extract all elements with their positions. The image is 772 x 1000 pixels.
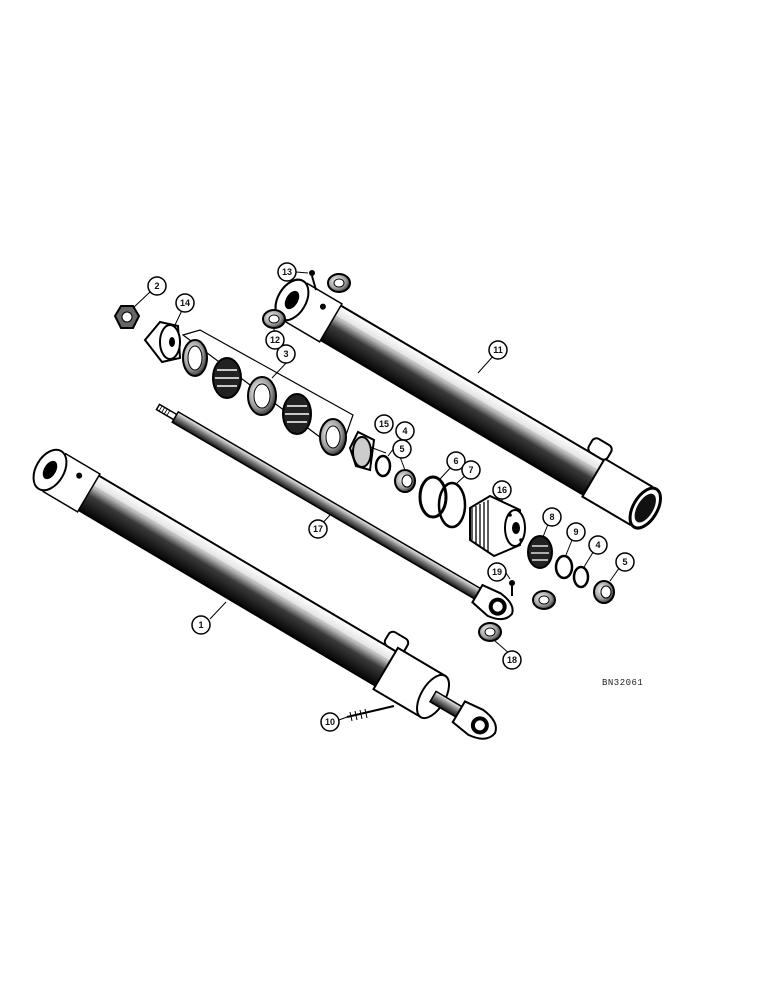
part-1-cylinder-assembly xyxy=(32,448,497,740)
part-4-o-ring-lower xyxy=(572,565,590,589)
callout-1: 1 xyxy=(191,615,211,635)
part-9-ring xyxy=(554,554,574,580)
svg-text:4: 4 xyxy=(402,426,407,436)
callout-16: 16 xyxy=(492,480,512,500)
svg-text:12: 12 xyxy=(270,335,280,345)
callout-3: 3 xyxy=(276,344,296,364)
svg-text:4: 4 xyxy=(595,540,600,550)
svg-text:6: 6 xyxy=(453,456,458,466)
callout-5-lower: 5 xyxy=(615,552,635,572)
callout-18: 18 xyxy=(502,650,522,670)
part-4-o-ring-upper xyxy=(374,454,392,478)
svg-text:7: 7 xyxy=(468,465,473,475)
callout-17: 17 xyxy=(308,519,328,539)
part-10-set-screw xyxy=(346,705,395,722)
part-5-backup-ring-lower xyxy=(593,580,615,604)
svg-text:17: 17 xyxy=(313,524,323,534)
part-8-rod-seal xyxy=(527,535,553,569)
callout-13: 13 xyxy=(277,262,297,282)
callout-11: 11 xyxy=(488,340,508,360)
part-18-bushing xyxy=(478,590,556,642)
callout-12: 12 xyxy=(265,330,285,350)
part-15-spacer xyxy=(348,430,376,472)
svg-text:14: 14 xyxy=(180,298,190,308)
svg-text:9: 9 xyxy=(573,527,578,537)
callout-6: 6 xyxy=(446,451,466,471)
callout-19: 19 xyxy=(487,562,507,582)
part-13-bushing xyxy=(327,273,351,293)
drawing-code: BN32061 xyxy=(602,678,643,688)
svg-text:19: 19 xyxy=(492,567,502,577)
svg-text:18: 18 xyxy=(507,655,517,665)
part-3-seal-kit xyxy=(181,329,354,456)
svg-text:11: 11 xyxy=(493,345,503,355)
callout-5-upper: 5 xyxy=(392,439,412,459)
svg-text:10: 10 xyxy=(325,717,335,727)
part-5-backup-ring-upper xyxy=(394,469,416,493)
part-17-piston-rod xyxy=(155,403,514,621)
svg-text:8: 8 xyxy=(549,512,554,522)
svg-text:3: 3 xyxy=(283,349,288,359)
svg-text:2: 2 xyxy=(154,281,159,291)
svg-text:15: 15 xyxy=(379,419,389,429)
callout-7: 7 xyxy=(461,460,481,480)
svg-text:16: 16 xyxy=(497,485,507,495)
part-2-nut xyxy=(113,305,141,329)
callout-15: 15 xyxy=(374,414,394,434)
part-13-grease-fitting xyxy=(309,270,317,291)
part-14-piston xyxy=(143,320,182,364)
part-11-barrel xyxy=(274,278,662,530)
callout-4-upper: 4 xyxy=(395,421,415,441)
callout-14: 14 xyxy=(175,293,195,313)
part-12-bushing xyxy=(262,309,286,329)
part-16-gland-head xyxy=(469,494,526,558)
svg-text:13: 13 xyxy=(282,267,292,277)
part-19-grease-fitting xyxy=(509,580,515,596)
part-6-seal xyxy=(418,475,448,519)
callout-9: 9 xyxy=(566,522,586,542)
callout-2: 2 xyxy=(147,276,167,296)
callout-8: 8 xyxy=(542,507,562,527)
callout-4-lower: 4 xyxy=(588,535,608,555)
svg-text:1: 1 xyxy=(198,620,203,630)
part-7-seal xyxy=(437,481,467,529)
svg-text:5: 5 xyxy=(622,557,627,567)
svg-text:5: 5 xyxy=(399,444,404,454)
callout-10: 10 xyxy=(320,712,340,732)
